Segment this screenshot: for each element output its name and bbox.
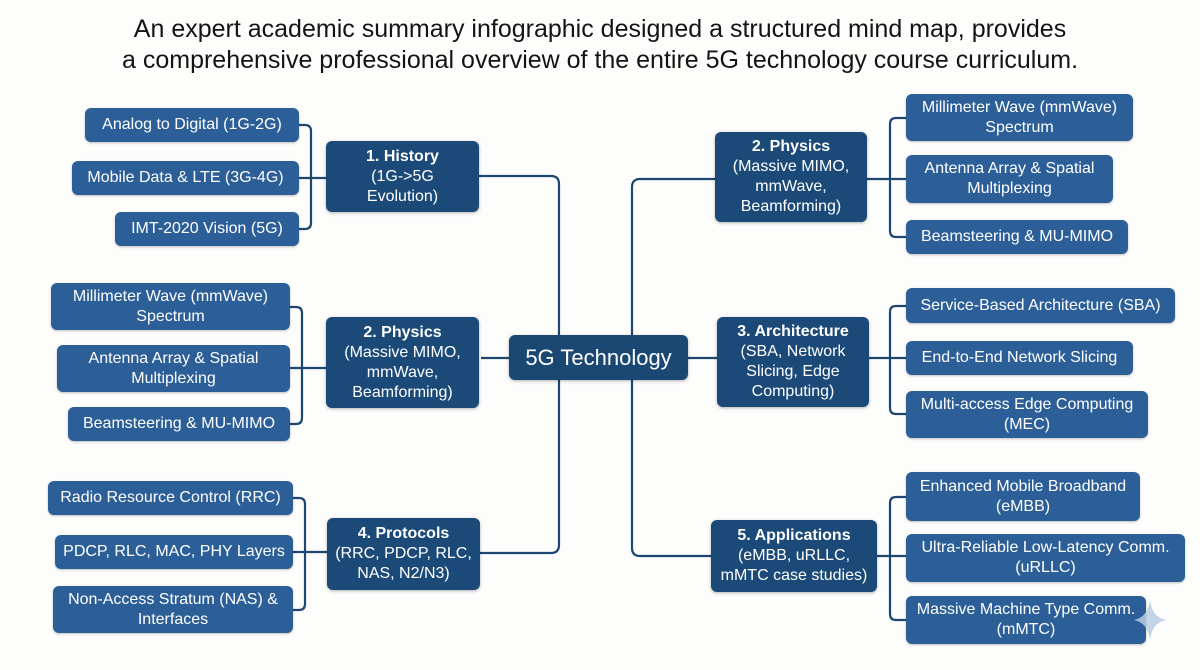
branch-subtitle: (Massive MIMO, bbox=[344, 343, 461, 361]
branch-heading: 2. Physics bbox=[751, 138, 831, 155]
leaf-label: (mMTC) bbox=[996, 621, 1056, 638]
leaf-network-slicing[interactable]: End-to-End Network Slicing bbox=[906, 341, 1133, 375]
leaf-label: Beamsteering & MU-MIMO bbox=[82, 415, 276, 432]
leaf-label: (MEC) bbox=[1003, 415, 1051, 433]
leaf-label: End-to-End Network Slicing bbox=[921, 349, 1118, 366]
branch-heading: 1. History bbox=[366, 147, 439, 165]
branch-physics-right[interactable]: 2. Physics (Massive MIMO, mmWave, Beamfo… bbox=[715, 132, 867, 222]
branch-subtitle: Beamforming) bbox=[352, 383, 453, 401]
branch-subtitle: mMTC case studies) bbox=[720, 567, 868, 584]
leaf-beamsteering-right[interactable]: Beamsteering & MU-MIMO bbox=[906, 220, 1128, 254]
branch-subtitle: (RRC, PDCP, RLC, bbox=[335, 545, 472, 562]
branch-subtitle: Beamforming) bbox=[740, 198, 842, 215]
infographic-title: An expert academic summary infographic d… bbox=[0, 14, 1200, 76]
leaf-label: Millimeter Wave (mmWave) bbox=[921, 98, 1118, 116]
leaf-label: (uRLLC) bbox=[1015, 559, 1076, 576]
leaf-embb[interactable]: Enhanced Mobile Broadband (eMBB) bbox=[906, 472, 1140, 521]
connector-physics-right-bracket bbox=[888, 116, 906, 239]
leaf-pdcp-rlc-mac-phy[interactable]: PDCP, RLC, MAC, PHY Layers bbox=[55, 535, 293, 569]
leaf-service-based-architecture[interactable]: Service-Based Architecture (SBA) bbox=[906, 288, 1175, 323]
center-label: 5G Technology bbox=[525, 344, 672, 370]
branch-subtitle: (SBA, Network bbox=[740, 343, 846, 360]
branch-heading: 2. Physics bbox=[363, 323, 442, 341]
branch-history[interactable]: 1. History (1G->5G Evolution) bbox=[326, 141, 479, 212]
leaf-label: Multi-access Edge Computing bbox=[920, 395, 1134, 413]
leaf-label: PDCP, RLC, MAC, PHY Layers bbox=[63, 543, 285, 560]
sparkle-icon bbox=[1134, 600, 1166, 640]
branch-subtitle: Slicing, Edge bbox=[746, 363, 840, 380]
leaf-label: Non-Access Stratum (NAS) & bbox=[68, 590, 278, 608]
leaf-label: Spectrum bbox=[985, 118, 1054, 136]
leaf-label: Beamsteering & MU-MIMO bbox=[920, 228, 1114, 245]
leaf-label: Spectrum bbox=[136, 307, 205, 325]
branch-subtitle: mmWave, bbox=[366, 363, 439, 381]
connector-trunk-left-top bbox=[479, 174, 561, 335]
leaf-label: Massive Machine Type Comm. bbox=[916, 601, 1136, 618]
title-line-1: An expert academic summary infographic d… bbox=[133, 15, 1067, 43]
leaf-mmtc[interactable]: Massive Machine Type Comm. (mMTC) bbox=[906, 596, 1146, 644]
leaf-millimeter-wave-left[interactable]: Millimeter Wave (mmWave) Spectrum bbox=[51, 283, 290, 330]
branch-subtitle: Evolution) bbox=[366, 187, 439, 205]
branch-architecture[interactable]: 3. Architecture (SBA, Network Slicing, E… bbox=[717, 317, 869, 407]
leaf-radio-resource-control[interactable]: Radio Resource Control (RRC) bbox=[48, 481, 293, 515]
branch-subtitle: NAS, N2/N3) bbox=[357, 565, 450, 582]
branch-subtitle: (eMBB, uRLLC, bbox=[737, 547, 851, 564]
branch-subtitle: (1G->5G bbox=[371, 167, 434, 185]
leaf-label: Mobile Data & LTE (3G-4G) bbox=[87, 169, 284, 186]
center-node-5g-technology[interactable]: 5G Technology bbox=[509, 335, 688, 380]
branch-heading: 4. Protocols bbox=[357, 525, 450, 542]
leaf-millimeter-wave-right[interactable]: Millimeter Wave (mmWave) Spectrum bbox=[906, 94, 1133, 141]
leaf-label: Analog to Digital (1G-2G) bbox=[102, 116, 282, 133]
leaf-label: Service-Based Architecture (SBA) bbox=[920, 296, 1161, 314]
leaf-beamsteering-left[interactable]: Beamsteering & MU-MIMO bbox=[68, 407, 290, 441]
leaf-antenna-array-left[interactable]: Antenna Array & Spatial Multiplexing bbox=[57, 345, 290, 392]
leaf-label: Enhanced Mobile Broadband bbox=[919, 477, 1127, 495]
leaf-label: Interfaces bbox=[137, 610, 209, 628]
branch-subtitle: mmWave, bbox=[755, 178, 827, 195]
leaf-antenna-array-right[interactable]: Antenna Array & Spatial Multiplexing bbox=[906, 155, 1113, 203]
leaf-label: Multiplexing bbox=[131, 369, 216, 387]
leaf-label: IMT-2020 Vision (5G) bbox=[131, 220, 283, 237]
branch-heading: 5. Applications bbox=[737, 527, 851, 544]
connector-trunk-left-bottom bbox=[480, 380, 561, 555]
branch-applications[interactable]: 5. Applications (eMBB, uRLLC, mMTC case … bbox=[711, 520, 877, 592]
branch-subtitle: (Massive MIMO, bbox=[732, 158, 850, 175]
leaf-mobile-data-lte[interactable]: Mobile Data & LTE (3G-4G) bbox=[72, 161, 299, 195]
leaf-label: Ultra-Reliable Low-Latency Comm. bbox=[921, 539, 1170, 556]
leaf-non-access-stratum[interactable]: Non-Access Stratum (NAS) & Interfaces bbox=[53, 586, 293, 633]
leaf-imt-2020-vision[interactable]: IMT-2020 Vision (5G) bbox=[115, 212, 299, 246]
leaf-urllc[interactable]: Ultra-Reliable Low-Latency Comm. (uRLLC) bbox=[906, 534, 1185, 582]
connector-protocols-bracket bbox=[293, 496, 307, 612]
leaf-edge-computing[interactable]: Multi-access Edge Computing (MEC) bbox=[906, 391, 1148, 438]
branch-subtitle: Computing) bbox=[751, 383, 835, 400]
connector-applications-bracket bbox=[888, 495, 906, 622]
branch-physics-left[interactable]: 2. Physics (Massive MIMO, mmWave, Beamfo… bbox=[326, 317, 479, 408]
leaf-analog-to-digital[interactable]: Analog to Digital (1G-2G) bbox=[85, 108, 299, 142]
connector-architecture-bracket bbox=[888, 304, 906, 416]
leaf-label: Multiplexing bbox=[967, 180, 1052, 197]
leaf-label: Antenna Array & Spatial bbox=[924, 160, 1095, 177]
leaf-label: Radio Resource Control (RRC) bbox=[60, 489, 281, 506]
title-line-2: a comprehensive professional overview of… bbox=[121, 46, 1079, 74]
leaf-label: Millimeter Wave (mmWave) bbox=[72, 287, 269, 305]
connector-trunk-right-bottom bbox=[630, 380, 711, 558]
leaf-label: Antenna Array & Spatial bbox=[88, 349, 259, 367]
leaf-label: (eMBB) bbox=[995, 497, 1051, 515]
branch-heading: 3. Architecture bbox=[737, 323, 849, 340]
connector-trunk-right-top bbox=[630, 177, 715, 335]
connector-physics-left-bracket bbox=[290, 305, 304, 426]
branch-protocols[interactable]: 4. Protocols (RRC, PDCP, RLC, NAS, N2/N3… bbox=[327, 518, 480, 590]
